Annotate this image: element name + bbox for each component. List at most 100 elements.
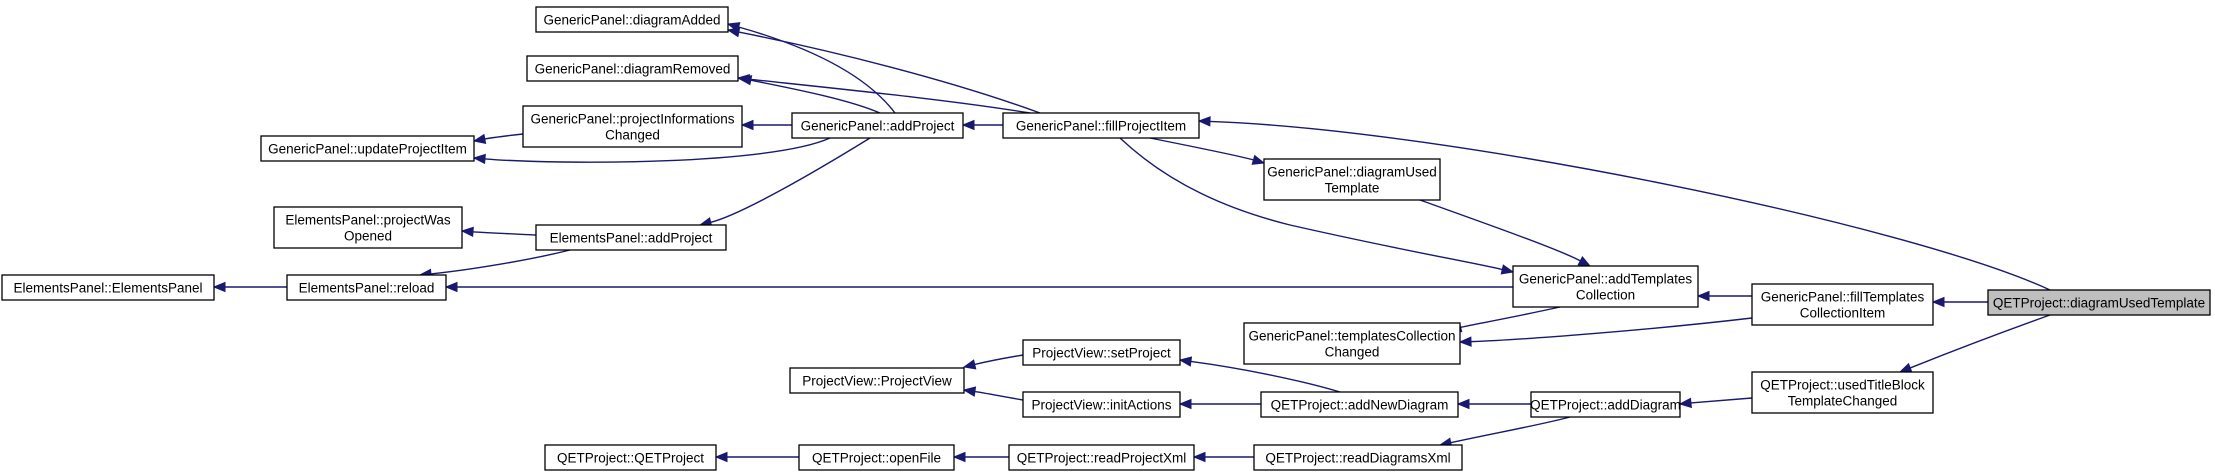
- edge-line: [1209, 120, 2051, 291]
- node-ep_reload[interactable]: ElementsPanel::reload: [286, 274, 447, 301]
- edge-line: [430, 249, 571, 275]
- node-ep_ElementsPanel[interactable]: ElementsPanel::ElementsPanel: [1, 274, 215, 301]
- edge-ep_addProject-to-ep_reload: [418, 249, 571, 280]
- node-gp_addProject[interactable]: GenericPanel::addProject: [791, 112, 964, 139]
- node-label: GenericPanel::projectInformations: [530, 111, 734, 126]
- node-qp_diagramUsedTemplate[interactable]: QETProject::diagramUsedTemplate: [1987, 289, 2211, 316]
- node-box: [1, 274, 215, 301]
- edge-gp_fillProjectItem-to-gp_addTemplatesCollection: [1119, 137, 1515, 275]
- node-label: ProjectView::ProjectView: [802, 373, 952, 388]
- node-gp_fillTemplatesCollectionItem[interactable]: GenericPanel::fillTemplatesCollectionIte…: [1751, 283, 1934, 326]
- node-ep_addProject[interactable]: ElementsPanel::addProject: [535, 224, 727, 251]
- node-label: GenericPanel::updateProjectItem: [268, 141, 467, 156]
- edge-qp_addNewDiagram-to-pv_setProject: [1178, 356, 1341, 393]
- node-box: [1987, 289, 2211, 316]
- edge-gp_addProject-to-gp_updateProjectItem: [472, 137, 831, 165]
- edge-line: [750, 79, 881, 114]
- edge-gp_projectInformationsChanged-to-gp_updateProjectItem: [472, 133, 524, 145]
- edge-qp_addDiagram-to-qp_addNewDiagram: [1456, 398, 1532, 410]
- node-label: QETProject::readDiagramsXml: [1265, 450, 1450, 465]
- node-label: QETProject::addDiagram: [1530, 397, 1681, 412]
- arrowhead-icon: [212, 281, 226, 293]
- edge-gp_addProject-to-ep_addProject: [698, 137, 871, 228]
- node-label: QETProject::diagramUsedTemplate: [1993, 295, 2205, 310]
- node-qp_usedTitleBlockTemplateChanged[interactable]: QETProject::usedTitleBlockTemplateChange…: [1751, 371, 1934, 414]
- node-label: GenericPanel::diagramRemoved: [535, 61, 731, 76]
- edge-line: [710, 137, 871, 224]
- arrowhead-icon: [962, 386, 977, 397]
- arrowhead-icon: [714, 451, 728, 463]
- node-box: [544, 444, 717, 471]
- node-pv_initActions[interactable]: ProjectView::initActions: [1022, 391, 1181, 418]
- node-label: GenericPanel::addTemplates: [1519, 271, 1693, 286]
- edge-qp_diagramUsedTemplate-to-gp_fillTemplatesCollectionItem: [1931, 296, 1988, 308]
- node-gp_diagramRemoved[interactable]: GenericPanel::diagramRemoved: [526, 55, 739, 82]
- edge-line: [1119, 137, 1503, 271]
- edge-gp_addProject-to-gp_diagramAdded: [726, 22, 896, 114]
- node-gp_diagramAdded[interactable]: GenericPanel::diagramAdded: [535, 6, 729, 33]
- edge-gp_addProject-to-gp_diagramRemoved: [738, 75, 881, 114]
- edge-line: [1690, 397, 1753, 404]
- edge-line: [1909, 314, 2051, 369]
- node-box: [1008, 444, 1195, 471]
- node-box: [260, 135, 475, 162]
- node-label: ElementsPanel::ElementsPanel: [13, 280, 202, 295]
- node-box: [535, 6, 729, 33]
- node-gp_diagramUsedTemplate[interactable]: GenericPanel::diagramUsedTemplate: [1263, 158, 1441, 201]
- arrowhead-icon: [740, 119, 754, 131]
- node-label: GenericPanel::diagramAdded: [543, 12, 720, 27]
- node-qp_addNewDiagram[interactable]: QETProject::addNewDiagram: [1260, 391, 1459, 418]
- arrowhead-icon: [1178, 356, 1193, 367]
- edge-gp_fillProjectItem-to-gp_addProject: [961, 119, 1004, 131]
- edge-gp_fillTemplatesCollectionItem-to-gp_templatesCollectionChanged: [1458, 317, 1753, 347]
- node-box: [522, 105, 743, 148]
- node-label: GenericPanel::diagramUsed: [1267, 164, 1437, 179]
- node-pv_ProjectView[interactable]: ProjectView::ProjectView: [789, 367, 965, 394]
- node-label: QETProject::addNewDiagram: [1271, 397, 1449, 412]
- arrowhead-icon: [1178, 398, 1192, 410]
- edge-line: [1460, 306, 1561, 329]
- node-label: ProjectView::initActions: [1031, 397, 1171, 412]
- edge-pv_initActions-to-pv_ProjectView: [962, 386, 1024, 401]
- node-box: [1260, 391, 1459, 418]
- node-qp_readProjectXml[interactable]: QETProject::readProjectXml: [1008, 444, 1195, 471]
- node-box: [1022, 339, 1181, 366]
- edge-qp_addDiagram-to-qp_readDiagramsXml: [1438, 416, 1571, 448]
- edge-pv_setProject-to-pv_ProjectView: [962, 354, 1024, 370]
- node-qp_readDiagramsXml[interactable]: QETProject::readDiagramsXml: [1253, 444, 1463, 471]
- edge-qp_addNewDiagram-to-pv_initActions: [1178, 398, 1262, 410]
- arrowhead-icon: [1898, 362, 1913, 373]
- edge-line: [974, 390, 1024, 401]
- node-gp_updateProjectItem[interactable]: GenericPanel::updateProjectItem: [260, 135, 475, 162]
- arrowhead-icon: [1197, 116, 1211, 127]
- edges-layer: [212, 22, 2051, 463]
- node-qp_openFile[interactable]: QETProject::openFile: [798, 444, 955, 471]
- arrowhead-icon: [472, 133, 487, 145]
- node-label: GenericPanel::templatesCollection: [1248, 328, 1455, 343]
- node-box: [1751, 371, 1934, 414]
- node-box: [791, 112, 964, 139]
- edge-line: [738, 26, 896, 114]
- node-box: [1253, 444, 1463, 471]
- node-label: QETProject::usedTitleBlock: [1760, 377, 1925, 392]
- node-qp_QETProject[interactable]: QETProject::QETProject: [544, 444, 717, 471]
- node-label: Changed: [605, 127, 660, 142]
- edge-line: [748, 78, 1031, 114]
- edge-line: [1450, 416, 1571, 444]
- node-qp_addDiagram[interactable]: QETProject::addDiagram: [1530, 391, 1681, 418]
- node-gp_fillProjectItem[interactable]: GenericPanel::fillProjectItem: [1002, 112, 1200, 139]
- arrowhead-icon: [444, 281, 458, 293]
- arrowhead-icon: [726, 22, 741, 33]
- edge-ep_reload-to-ep_ElementsPanel: [212, 281, 287, 293]
- node-box: [526, 55, 739, 82]
- node-label: QETProject::QETProject: [557, 450, 704, 465]
- node-pv_setProject[interactable]: ProjectView::setProject: [1022, 339, 1181, 366]
- node-box: [1512, 265, 1699, 308]
- arrowhead-icon: [1251, 154, 1266, 165]
- node-box: [286, 274, 447, 301]
